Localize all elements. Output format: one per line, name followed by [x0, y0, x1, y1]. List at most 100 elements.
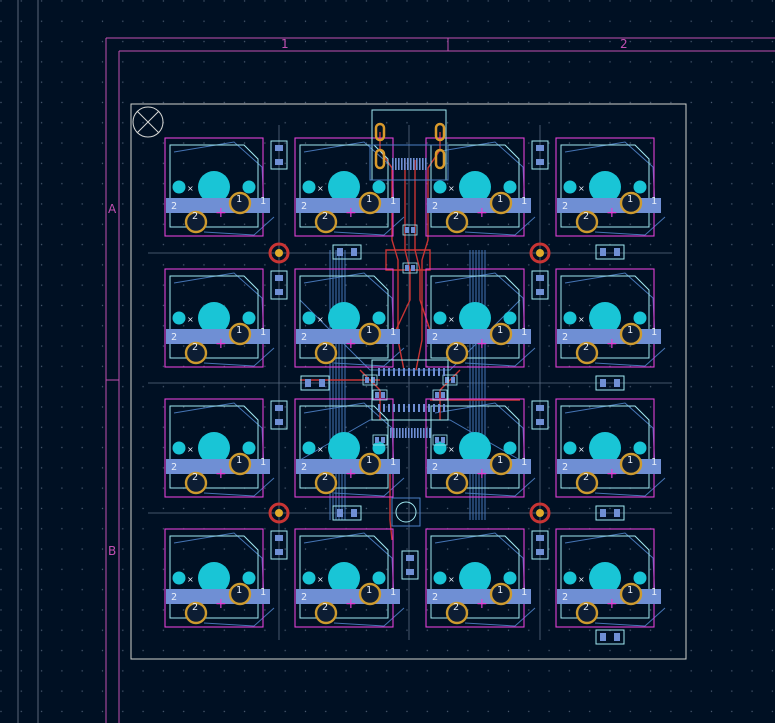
switch-x-marker: ×	[578, 575, 585, 584]
pad-number: 2	[583, 211, 589, 222]
diode-footprint[interactable]	[595, 505, 625, 521]
mcu-pin	[443, 368, 445, 376]
pad-number: 2	[322, 211, 328, 222]
pad-number: 1	[497, 325, 503, 336]
diode-footprint[interactable]	[595, 629, 625, 645]
usb-c-connector-icon[interactable]	[369, 109, 449, 181]
switch-pad-2	[445, 601, 469, 625]
switch-side-pad	[433, 441, 447, 455]
pad-number: 1	[521, 196, 527, 207]
diode-footprint[interactable]	[332, 505, 362, 521]
switch-x-marker: ×	[317, 575, 324, 584]
pad-number: 2	[192, 602, 198, 613]
mounting-hole-icon[interactable]	[268, 502, 290, 524]
switch-plus-marker: +	[476, 336, 488, 352]
pad-number: 2	[301, 592, 307, 603]
mounting-holes	[268, 242, 551, 524]
passive-component[interactable]	[372, 434, 388, 446]
mcu-pin	[393, 368, 395, 376]
switch-plus-marker: +	[345, 205, 357, 221]
mounting-hole-icon[interactable]	[529, 242, 551, 264]
switch-pad-1	[228, 322, 252, 346]
board-outline[interactable]	[130, 103, 687, 660]
diode-footprint[interactable]	[531, 270, 549, 300]
passive-component[interactable]	[372, 389, 388, 401]
mcu-pin	[403, 368, 405, 376]
diode-footprint[interactable]	[270, 400, 288, 430]
switch-silkscreen	[299, 535, 389, 619]
mounting-hole-icon[interactable]	[268, 242, 290, 264]
passive-component[interactable]	[432, 389, 448, 401]
diode-footprint[interactable]	[595, 244, 625, 260]
mcu-pin	[378, 368, 380, 376]
mounting-hole-icon[interactable]	[529, 502, 551, 524]
switch-pad-2	[314, 601, 338, 625]
diode-footprint[interactable]	[531, 530, 549, 560]
switch-pad-2	[184, 341, 208, 365]
switch-side-pad	[433, 571, 447, 585]
diode-footprint[interactable]	[270, 270, 288, 300]
mcu-pin	[408, 368, 410, 376]
switch-stem-pad	[459, 562, 491, 594]
switch-x-marker: ×	[187, 575, 194, 584]
switch-side-pad	[633, 180, 647, 194]
pad-number: 1	[366, 325, 372, 336]
diode-footprint[interactable]	[595, 375, 625, 391]
switch-side-pad	[242, 441, 256, 455]
passive-component[interactable]	[432, 434, 448, 446]
switch-x-marker: ×	[448, 184, 455, 193]
switch-pad-2	[314, 471, 338, 495]
diode-footprint[interactable]	[401, 550, 419, 580]
passive-component[interactable]	[402, 262, 418, 274]
switch-stem-pad	[459, 432, 491, 464]
frame-column-label: 1	[281, 37, 289, 51]
switch-plus-marker: +	[345, 466, 357, 482]
switch-courtyard	[555, 528, 655, 628]
switch-side-pad	[503, 571, 517, 585]
diode-footprint[interactable]	[300, 375, 330, 391]
mcu-pin	[388, 368, 390, 376]
mcu-pin	[408, 404, 410, 412]
switch-x-marker: ×	[578, 315, 585, 324]
pad-number: 2	[453, 211, 459, 222]
passive-component[interactable]	[402, 224, 418, 236]
pad-number: 2	[322, 602, 328, 613]
switch-stem-pad	[328, 562, 360, 594]
pad-number: 2	[192, 472, 198, 483]
passive-component[interactable]	[442, 374, 458, 386]
pad-number: 2	[453, 472, 459, 483]
pad-number: 2	[562, 462, 568, 473]
switch-pad-2	[184, 210, 208, 234]
diode-footprint[interactable]	[332, 244, 362, 260]
pad-number: 1	[521, 327, 527, 338]
reset-switch[interactable]	[391, 497, 421, 527]
diode-footprint[interactable]	[270, 140, 288, 170]
diode-footprint[interactable]	[531, 400, 549, 430]
pad-number: 1	[497, 585, 503, 596]
pad-number: 1	[651, 587, 657, 598]
switch-side-pad	[372, 571, 386, 585]
switch-courtyard	[164, 398, 264, 498]
diode-footprint[interactable]	[531, 140, 549, 170]
pad-number: 2	[583, 472, 589, 483]
mcu-footprint[interactable]	[371, 359, 449, 438]
pad-number: 2	[322, 472, 328, 483]
diode-footprint[interactable]	[270, 530, 288, 560]
passive-component[interactable]	[362, 374, 378, 386]
